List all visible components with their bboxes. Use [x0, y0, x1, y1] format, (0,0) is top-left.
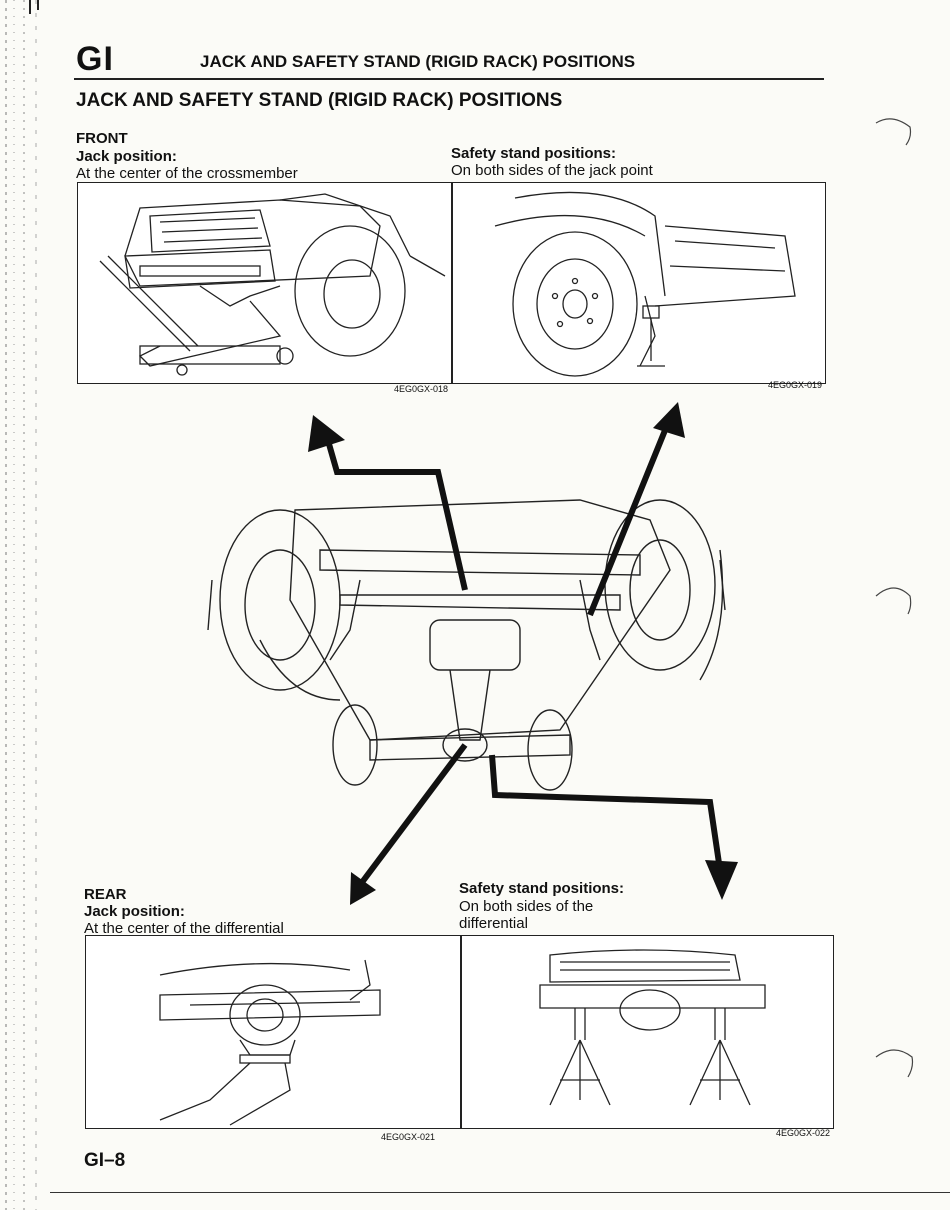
front-heading: FRONT	[76, 130, 128, 147]
rear-jack-illustration	[159, 959, 381, 1126]
rear-heading: REAR	[84, 886, 127, 903]
bottom-rule	[50, 1192, 950, 1193]
page-title: JACK AND SAFETY STAND (RIGID RACK) POSIT…	[76, 90, 563, 111]
binding-edge-marks	[5, 0, 39, 1210]
front-jack-illustration	[99, 193, 446, 376]
front-jack-label: Jack position:	[76, 148, 177, 165]
header-rule	[74, 78, 824, 80]
figure-code-019: 4EG0GX-019	[768, 380, 823, 390]
front-stand-illustration	[494, 191, 796, 377]
figure-code-022: 4EG0GX-022	[776, 1128, 831, 1138]
page-number: GI–8	[84, 1150, 126, 1171]
header-title: JACK AND SAFETY STAND (RIGID RACK) POSIT…	[200, 52, 636, 71]
figure-code-021: 4EG0GX-021	[381, 1132, 436, 1142]
punch-hole-mark-middle	[875, 587, 912, 615]
rear-stand-illustration	[539, 949, 766, 1106]
front-stand-text: On both sides of the jack point	[451, 162, 653, 179]
punch-hole-mark-bottom	[875, 1049, 914, 1078]
punch-hole-mark-top	[875, 118, 912, 146]
section-code: GI	[76, 40, 114, 78]
rear-stand-label: Safety stand positions:	[459, 880, 625, 897]
front-stand-label: Safety stand positions:	[451, 145, 617, 162]
rear-stand-text-line2: differential	[459, 915, 528, 932]
underbody-chassis-illustration	[207, 402, 738, 905]
rear-jack-label: Jack position:	[84, 903, 185, 920]
figure-code-018: 4EG0GX-018	[394, 384, 449, 394]
rear-figure-divider	[460, 935, 462, 1129]
front-jack-text: At the center of the crossmember	[76, 165, 298, 182]
rear-jack-text: At the center of the differential	[84, 920, 284, 937]
front-figure-divider	[451, 182, 453, 384]
rear-stand-text-line1: On both sides of the	[459, 898, 594, 915]
